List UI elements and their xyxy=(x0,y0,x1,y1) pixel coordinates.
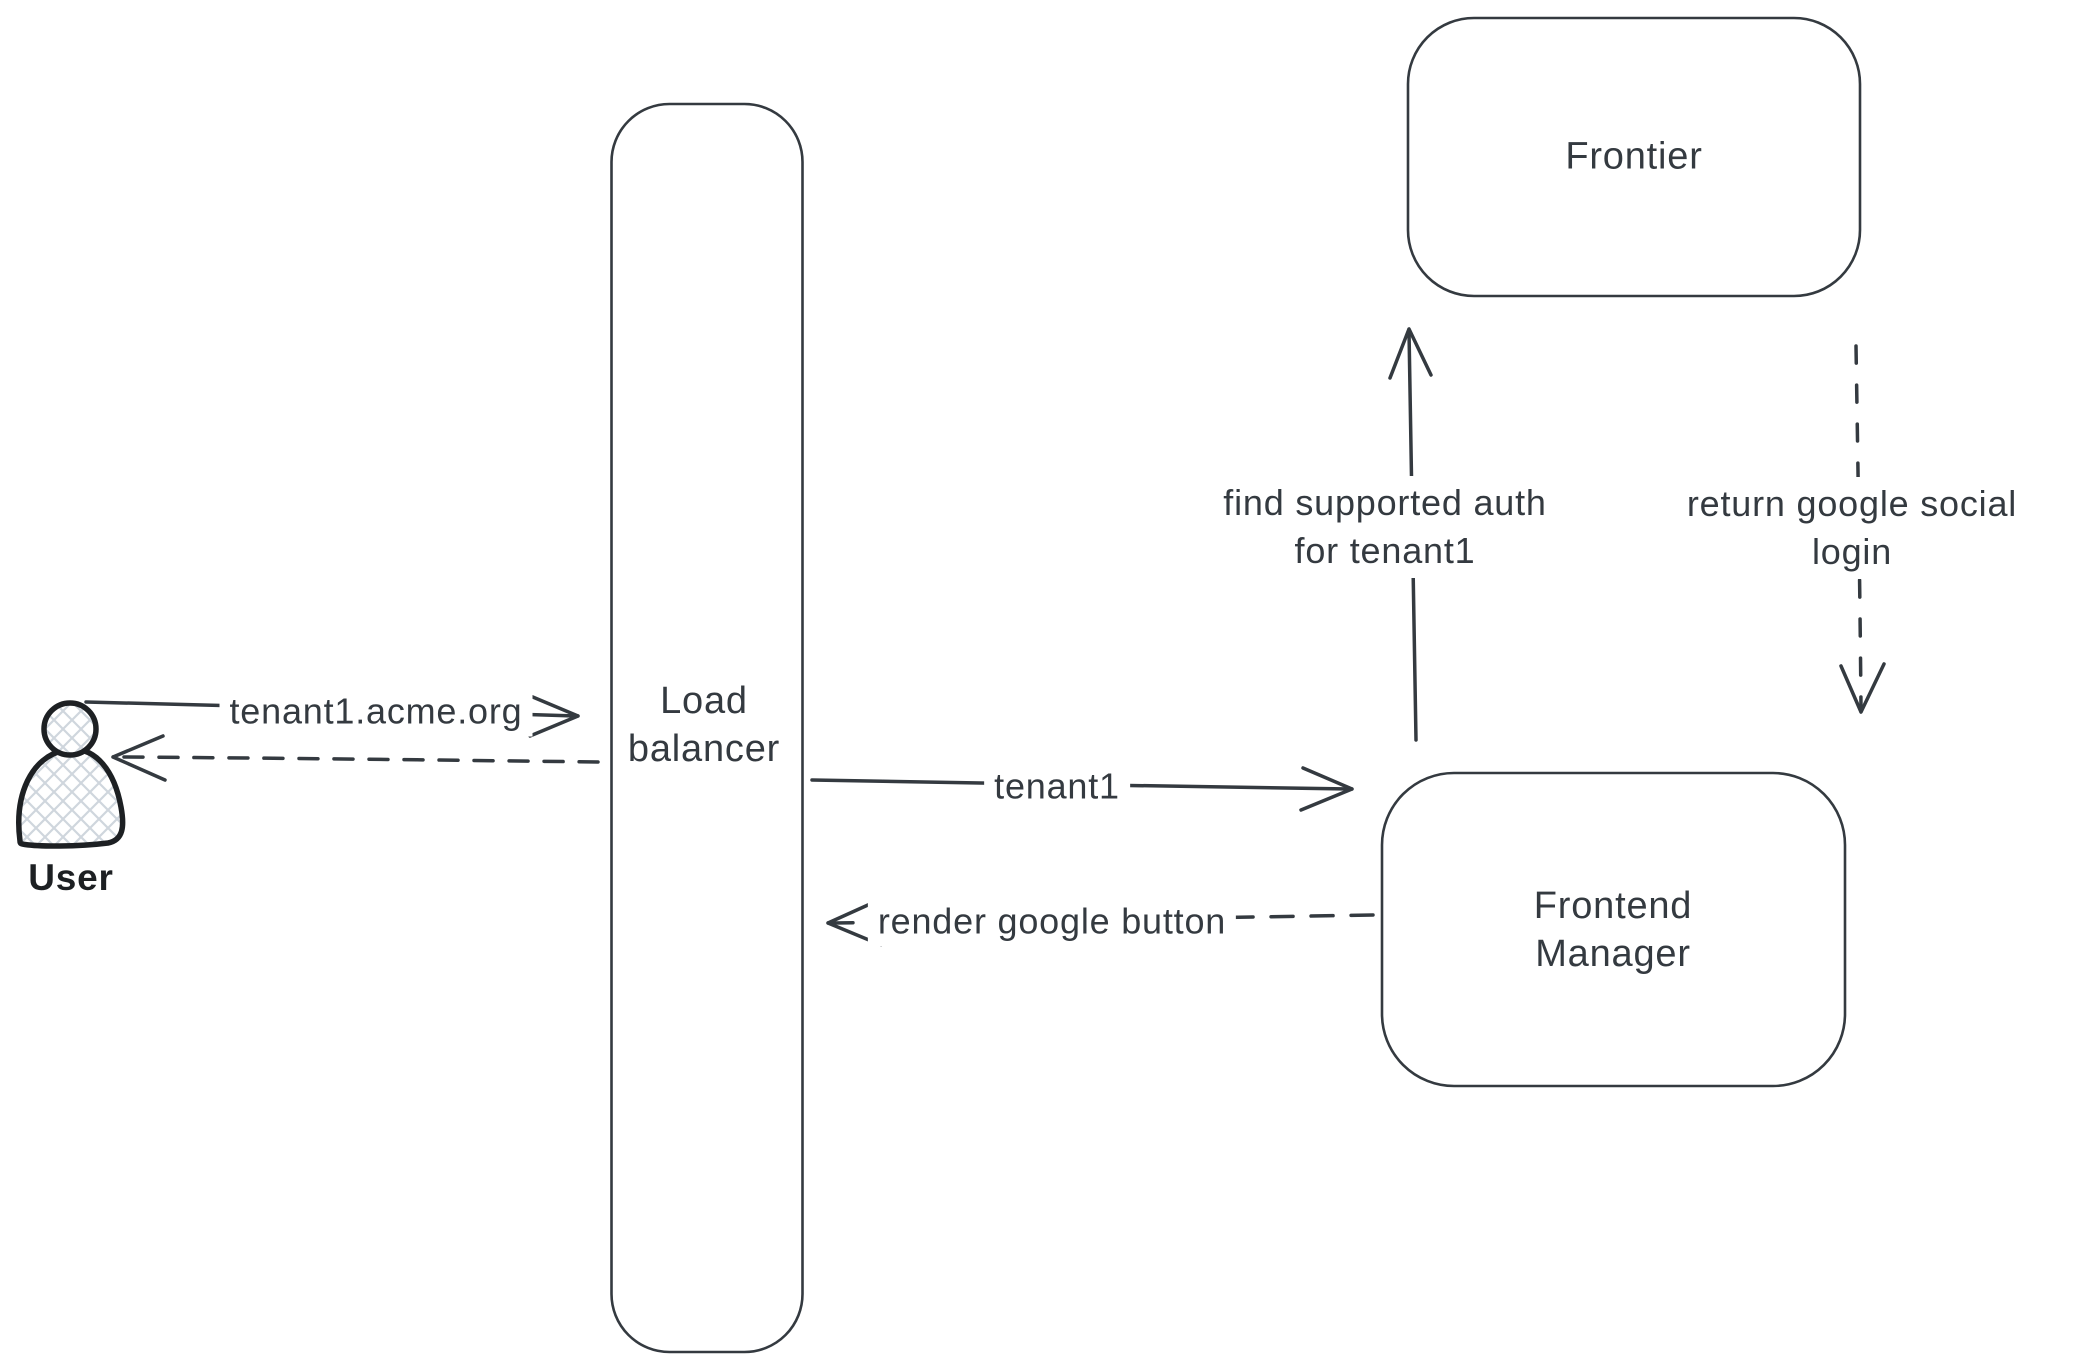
edge-label-find-supported-auth-line1: find supported auth xyxy=(1223,482,1547,523)
user-icon xyxy=(16,700,126,849)
frontier-box xyxy=(1406,16,1862,298)
frontend-manager-label-line1: Frontend xyxy=(1533,885,1693,927)
frontend-manager-box xyxy=(1380,771,1847,1088)
edge-label-tenant1-acme-org: tenant1.acme.org xyxy=(219,685,533,737)
frontend-manager-label-line2: Manager xyxy=(1535,933,1691,975)
edge-label-find-supported-auth-line2: for tenant1 xyxy=(1294,530,1476,571)
load-balancer-label-line2: balancer xyxy=(627,728,781,770)
edge-label-return-google-social-login: return google social login xyxy=(1676,477,2028,579)
edge-label-tenant1: tenant1 xyxy=(984,760,1130,812)
edge-label-return-google-social-login-line1: return google social xyxy=(1686,483,2018,524)
user-label: User xyxy=(28,856,114,898)
edge-label-find-supported-auth: find supported auth for tenant1 xyxy=(1213,476,1557,578)
edge-label-render-google-button: render google button xyxy=(867,895,1237,947)
arrowhead-lb-to-fm xyxy=(1299,766,1354,812)
frontier-label: Frontier xyxy=(1565,135,1703,178)
load-balancer-label-line1: Load xyxy=(660,680,748,722)
arrowhead-fm-to-frontier xyxy=(1388,327,1433,380)
arrowhead-user-to-lb xyxy=(526,693,580,738)
frontend-manager-label: Frontend Manager xyxy=(1534,882,1693,978)
load-balancer-box xyxy=(610,102,804,1354)
arrowhead-frontier-to-fm xyxy=(1839,662,1886,714)
arrowhead-lb-to-user xyxy=(111,734,167,782)
edge-label-return-google-social-login-line2: login xyxy=(1811,531,1893,572)
load-balancer-label: Load balancer xyxy=(628,677,780,773)
arrow-frontier-to-fm xyxy=(1854,344,1863,710)
arrow-lb-to-user xyxy=(118,755,600,764)
